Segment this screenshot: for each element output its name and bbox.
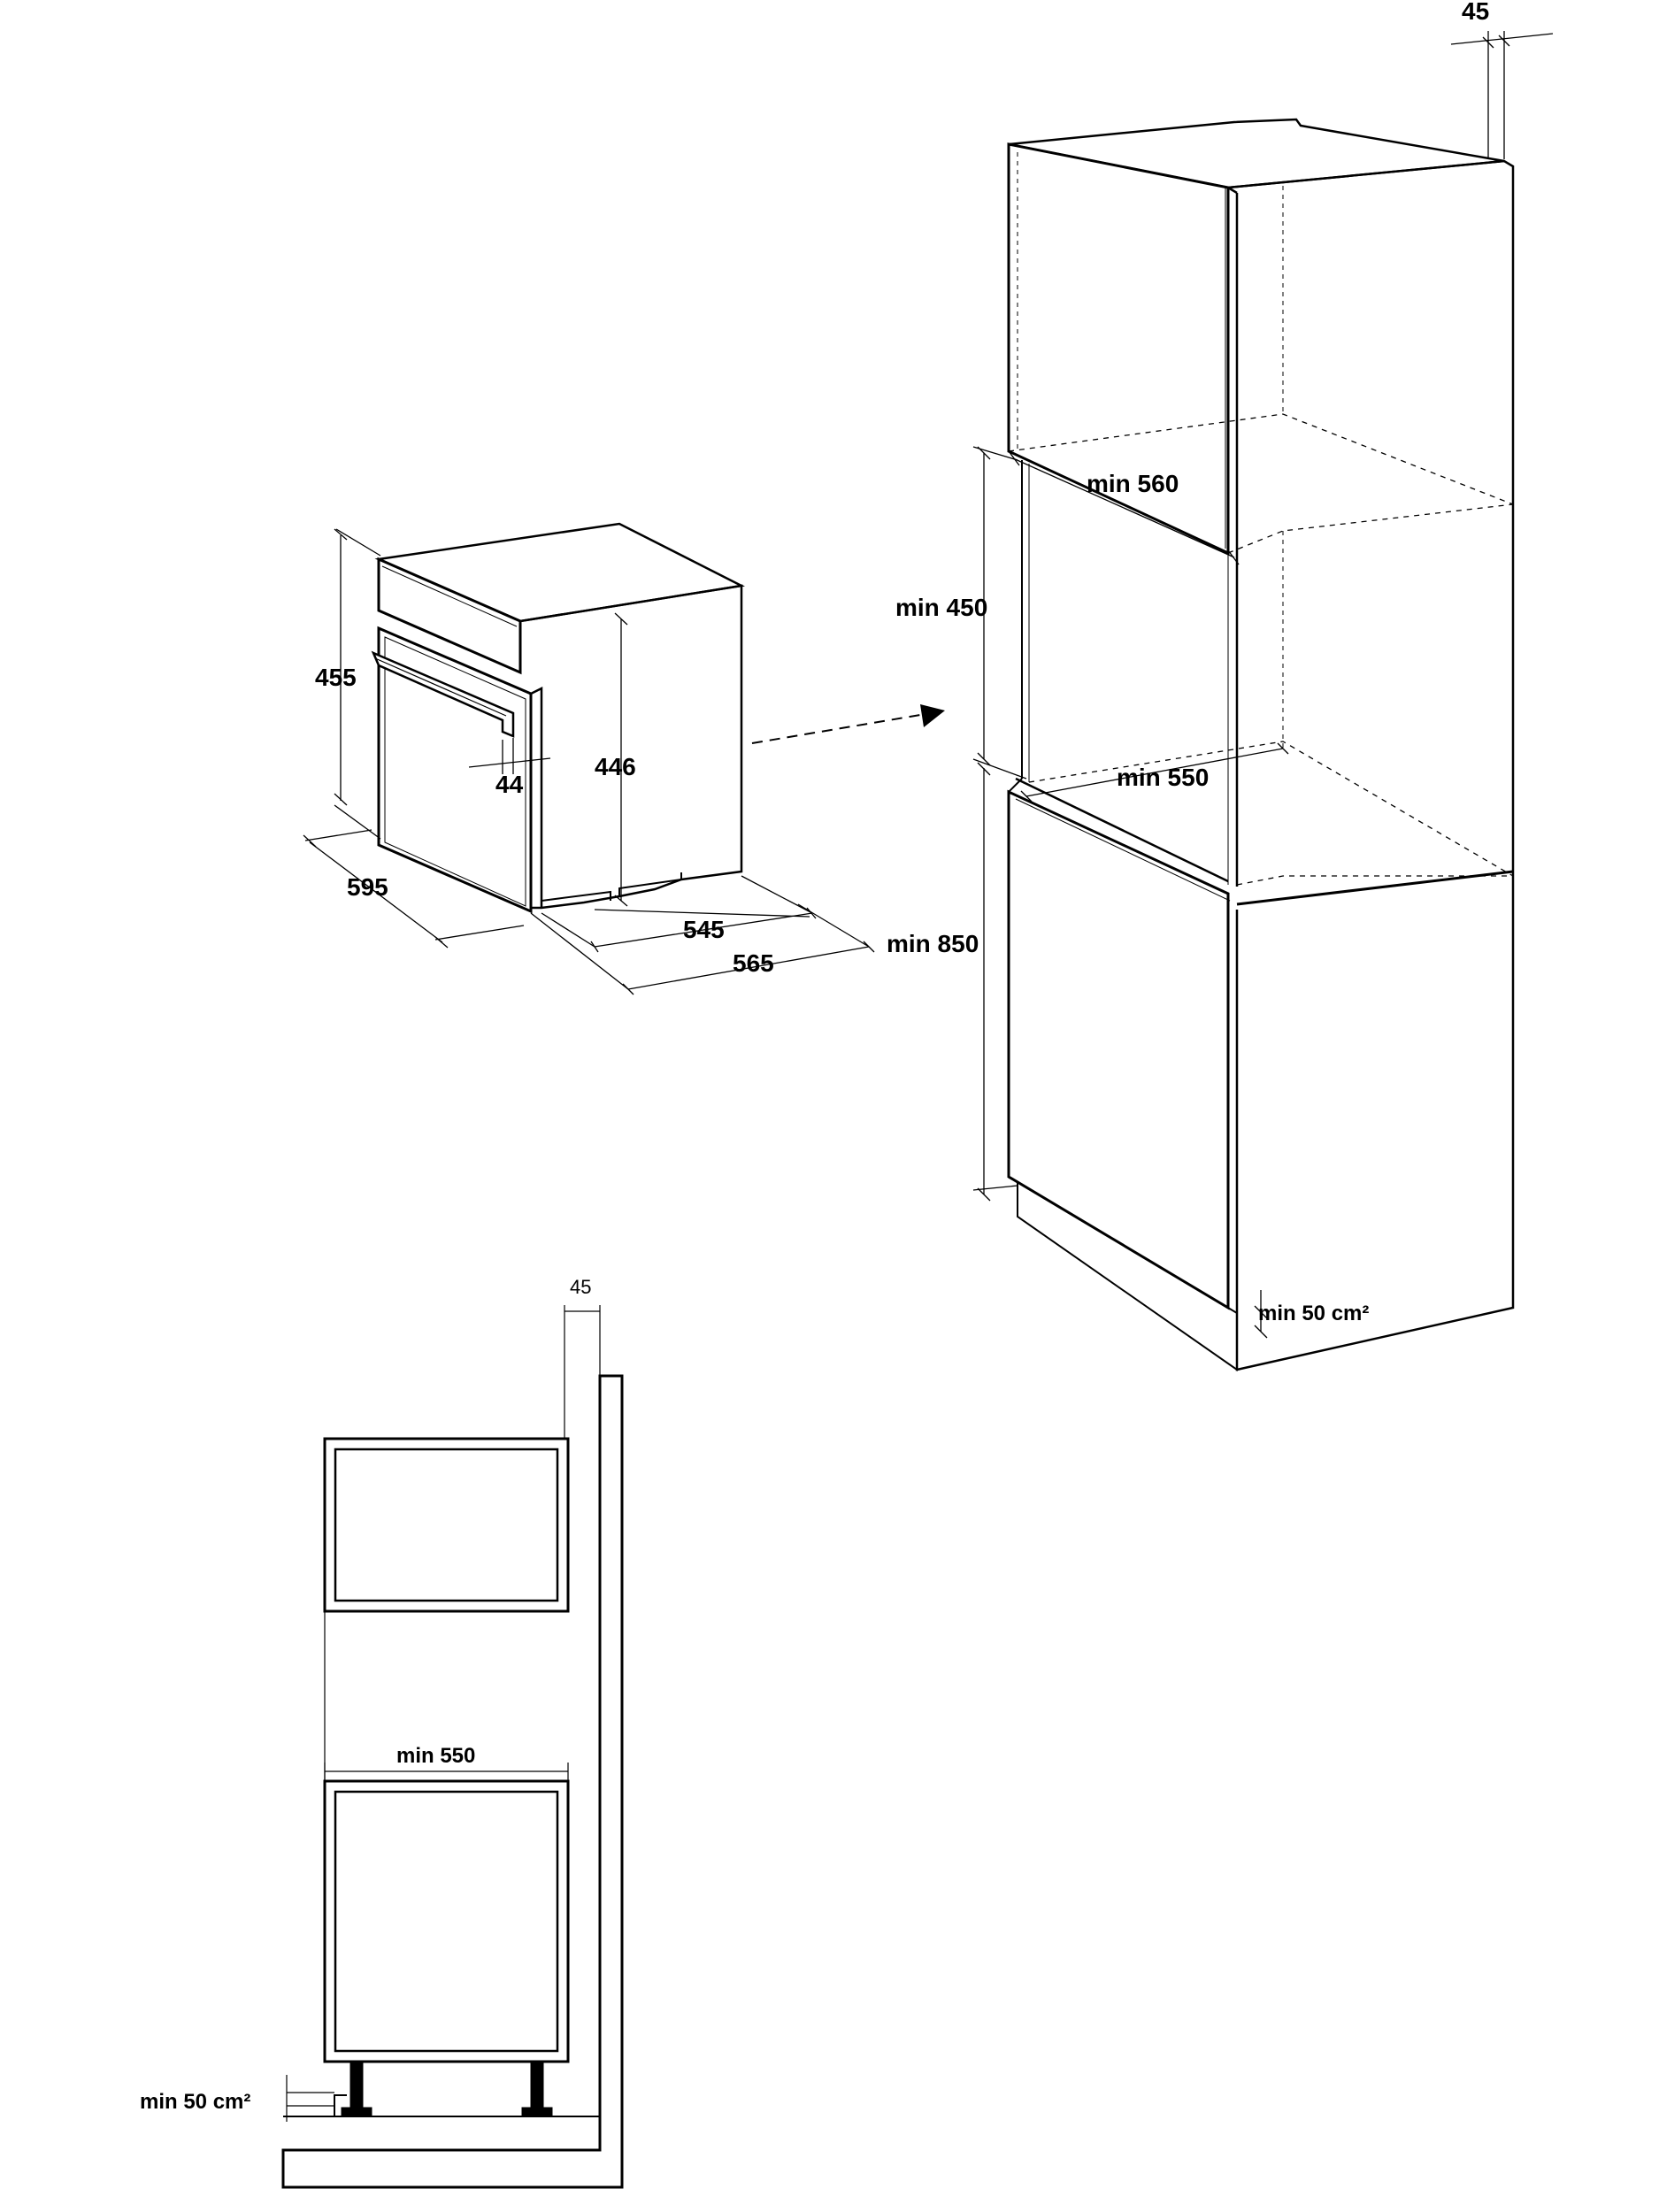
section-min-depth-label: min 550 xyxy=(396,1744,475,1768)
oven-side-face xyxy=(519,584,743,910)
cabinet-min-width-label: min 560 xyxy=(1087,470,1179,497)
section-foot-right xyxy=(530,2061,544,2109)
section-upper-box xyxy=(323,1437,570,1613)
cabinet-side-panel xyxy=(1227,159,1515,1371)
section-foot-left xyxy=(349,2061,364,2109)
oven-dimension-lines xyxy=(303,528,875,995)
cabinet-drawing xyxy=(1007,118,1515,1371)
oven-handle-depth-label: 44 xyxy=(495,771,524,798)
oven-door xyxy=(377,626,533,914)
oven-handle xyxy=(371,650,515,738)
insertion-arrow xyxy=(751,704,945,744)
section-min-vent-label: min 50 cm² xyxy=(140,2090,250,2114)
cabinet-dimension-lines xyxy=(972,31,1554,1339)
section-lower-box xyxy=(323,1779,570,2063)
oven-height-outer-label: 455 xyxy=(315,664,357,691)
oven-drawing xyxy=(371,522,745,914)
oven-height-inner-label: 446 xyxy=(595,753,636,780)
oven-control-panel xyxy=(377,557,522,675)
cabinet-lower-door xyxy=(1007,789,1230,1310)
cabinet-plinth xyxy=(1017,1181,1238,1371)
section-wall-panel xyxy=(281,1374,624,2189)
side-section-drawing xyxy=(281,1374,624,2189)
cabinet-panel-thickness-label: 45 xyxy=(1462,0,1489,25)
cabinet-min-vent-label: min 50 cm² xyxy=(1258,1302,1369,1325)
oven-depth-total-label: 565 xyxy=(733,949,774,977)
section-panel-thickness-label: 45 xyxy=(570,1276,591,1298)
oven-width-label: 595 xyxy=(347,873,388,901)
cabinet-min-depth-label: min 550 xyxy=(1117,764,1209,791)
cabinet-min-base-height-label: min 850 xyxy=(887,930,979,957)
side-section-dimension-lines xyxy=(286,1305,601,2122)
cabinet-min-opening-height-label: min 450 xyxy=(895,594,987,621)
oven-depth-body-label: 545 xyxy=(683,916,725,943)
